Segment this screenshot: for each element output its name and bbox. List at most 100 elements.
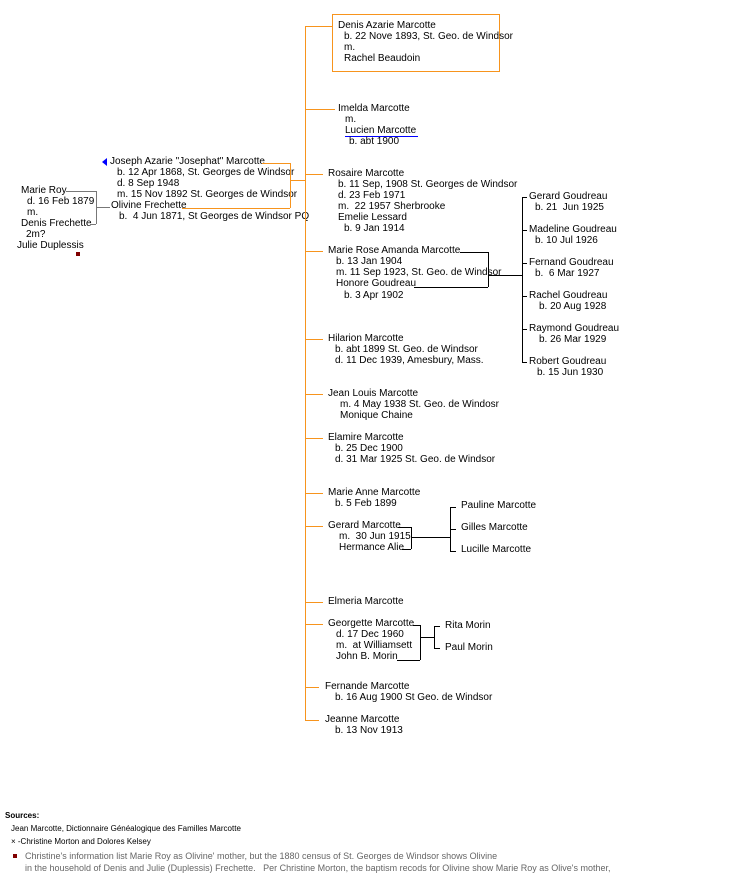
person-detail: Hermance Alie: [339, 542, 405, 553]
connector-line: [434, 626, 435, 648]
connector-line: [411, 527, 412, 549]
person-detail: b. 5 Feb 1899: [335, 498, 397, 509]
connector-line: [290, 180, 305, 181]
note-marker-icon: [13, 854, 17, 858]
person-detail: b. 20 Aug 1928: [539, 301, 607, 312]
person-name: Fernand Goudreau: [529, 257, 614, 268]
person-name: Paul Morin: [445, 642, 493, 653]
person-name: Marie Roy: [21, 185, 67, 196]
person-detail: b. 9 Jan 1914: [344, 223, 405, 234]
person-detail: b. 11 Sep, 1908 St. Georges de Windsor: [338, 179, 518, 190]
person-detail: b. abt 1900: [349, 136, 400, 147]
connector-line: [398, 527, 411, 528]
connector-line: [522, 263, 527, 264]
person-detail: m. 30 Jun 1915: [339, 531, 411, 542]
person-name: Gerard Goudreau: [529, 191, 608, 202]
connector-line: [522, 296, 527, 297]
person-name: Georgette Marcotte: [328, 618, 415, 629]
connector-line: [420, 625, 421, 660]
person-detail: b. 13 Jan 1904: [336, 256, 403, 267]
person-detail: m. 4 May 1938 St. Geo. de Windosr: [340, 399, 499, 410]
connector-line: [420, 637, 434, 638]
person-detail: b. 6 Mar 1927: [535, 268, 600, 279]
source-note: Christine's information list Marie Roy a…: [25, 851, 498, 861]
connector-line: [305, 493, 323, 494]
person-detail: Denis Frechette: [21, 218, 92, 229]
connector-line: [305, 720, 319, 721]
person-detail: b. abt 1899 St. Geo. de Windsor: [335, 344, 478, 355]
connector-line: [305, 394, 323, 395]
source-item: × -Christine Morton and Dolores Kelsey: [11, 837, 151, 846]
connector-line: [262, 163, 290, 164]
person-name: Marie Anne Marcotte: [328, 487, 421, 498]
person-name: Jeanne Marcotte: [325, 714, 400, 725]
connector-line: [522, 197, 527, 198]
connector-line: [305, 602, 323, 603]
person-detail: b. 25 Dec 1900: [335, 443, 403, 454]
connector-line: [96, 207, 110, 208]
connector-line: [450, 551, 456, 552]
connector-line: [402, 549, 411, 550]
person-name: Rachel Goudreau: [529, 290, 608, 301]
person-name: Elamire Marcotte: [328, 432, 404, 443]
person-detail: Julie Duplessis: [17, 240, 84, 251]
person-name: Rita Morin: [445, 620, 491, 631]
connector-line: [305, 109, 335, 110]
person-detail: d. 23 Feb 1971: [338, 190, 406, 201]
connector-line: [305, 26, 306, 721]
person-detail: b. 13 Nov 1913: [335, 725, 403, 736]
note-marker-icon: [76, 252, 80, 256]
connector-line: [290, 163, 291, 208]
person-detail: b. 26 Mar 1929: [539, 334, 607, 345]
person-detail: d. 16 Feb 1879: [27, 196, 95, 207]
person-detail: Honore Goudreau: [336, 278, 417, 289]
connector-line: [460, 252, 488, 253]
person-name: Raymond Goudreau: [529, 323, 620, 334]
person-detail: b. 4 Jun 1871, St Georges de Windsor PQ: [119, 211, 310, 222]
connector-line: [182, 208, 290, 209]
person-name: Olivine Frechette: [111, 200, 187, 211]
father-name: Joseph Azarie "Josephat" Marcotte: [110, 156, 265, 167]
person-detail: m.: [345, 114, 357, 125]
connector-line: [305, 624, 323, 625]
person-detail: b. 22 Nove 1893, St. Geo. de Windsor: [344, 31, 513, 42]
back-arrow-icon[interactable]: [102, 158, 107, 166]
source-note: in the household of Denis and Julie (Dup…: [25, 863, 611, 873]
person-name: Imelda Marcotte: [338, 103, 410, 114]
connector-line: [66, 191, 96, 192]
person-detail: b. 16 Aug 1900 St Geo. de Windsor: [335, 692, 493, 703]
connector-line: [397, 660, 420, 661]
connector-line: [450, 529, 456, 530]
person-detail: 2m?: [26, 229, 46, 240]
connector-line: [522, 362, 527, 363]
connector-line: [413, 625, 420, 626]
person-detail: Monique Chaine: [340, 410, 413, 421]
person-name: Madeline Goudreau: [529, 224, 617, 235]
selected-person-box: [332, 14, 500, 72]
person-detail: b. 15 Jun 1930: [537, 367, 604, 378]
person-name: Marie Rose Amanda Marcotte: [328, 245, 461, 256]
person-detail: d. 8 Sep 1948: [117, 178, 180, 189]
person-detail: m.: [344, 42, 356, 53]
spouse-link[interactable]: Lucien Marcotte: [345, 125, 419, 137]
person-name: Robert Goudreau: [529, 356, 607, 367]
connector-line: [434, 626, 440, 627]
person-detail: m. 22 1957 Sherbrooke: [338, 201, 446, 212]
person-detail: John B. Morin: [336, 651, 398, 662]
connector-line: [305, 174, 323, 175]
connector-line: [305, 526, 323, 527]
person-name: Hilarion Marcotte: [328, 333, 404, 344]
person-name: Lucille Marcotte: [461, 544, 532, 555]
person-name: Fernande Marcotte: [325, 681, 410, 692]
person-detail: m. 15 Nov 1892 St. Georges de Windsor: [117, 189, 298, 200]
person-name: Gerard Marcotte: [328, 520, 401, 531]
person-detail: Emelie Lessard: [338, 212, 407, 223]
connector-line: [90, 224, 96, 225]
connector-line: [305, 438, 323, 439]
connector-line: [305, 251, 323, 252]
connector-line: [411, 537, 450, 538]
source-item: Jean Marcotte, Dictionnaire Généalogique…: [11, 824, 241, 833]
connector-line: [305, 26, 333, 27]
connector-line: [522, 329, 527, 330]
person-name: Rosaire Marcotte: [328, 168, 405, 179]
